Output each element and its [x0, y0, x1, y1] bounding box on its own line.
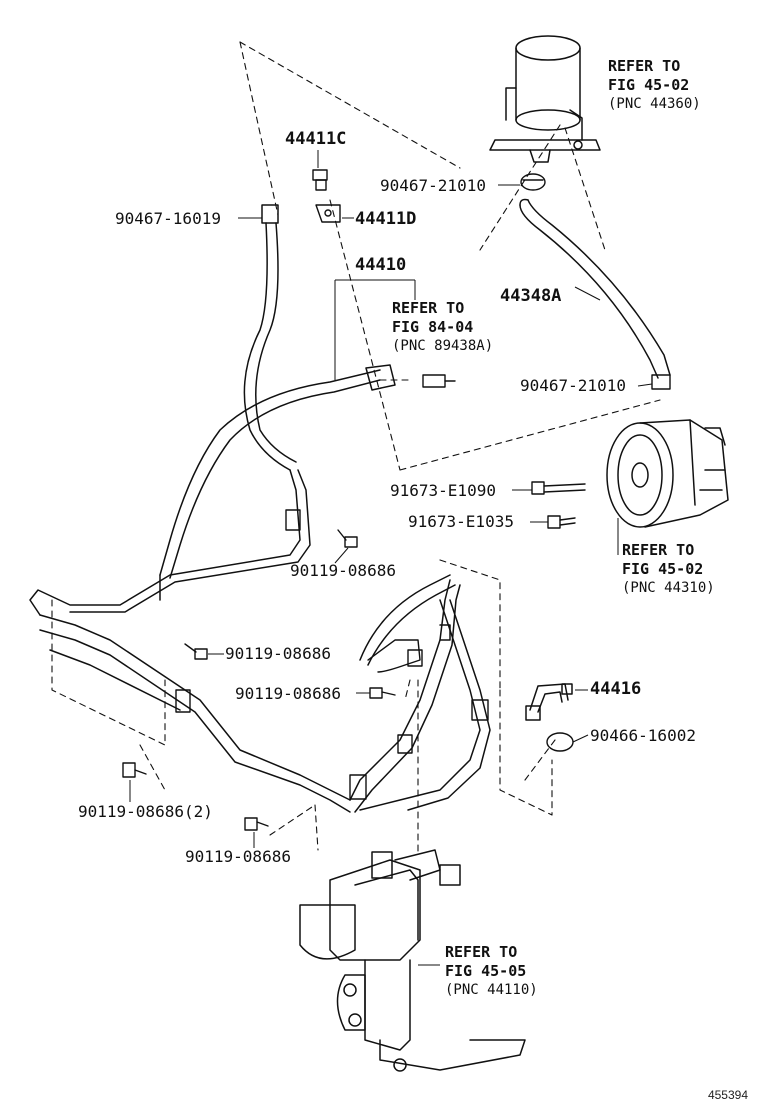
- part-label-44416: 44416: [590, 679, 642, 699]
- part-label-91673-E1035: 91673-E1035: [408, 512, 514, 531]
- reference-pump: REFER TO FIG 45-02 (PNC 44310): [622, 541, 715, 598]
- part-label-90119-08686-x2: 90119-08686(2): [78, 802, 213, 821]
- part-label-90119-08686-d: 90119-08686: [185, 847, 291, 866]
- part-label-90466-16002: 90466-16002: [590, 726, 696, 745]
- pipe-44416: [525, 683, 573, 721]
- part-label-44348A: 44348A: [500, 286, 562, 306]
- part-label-44411C: 44411C: [285, 129, 347, 149]
- reference-pump-line3: (PNC 44310): [622, 580, 715, 596]
- part-label-90467-16019: 90467-16019: [115, 209, 221, 228]
- reference-pump-line1: REFER TO: [622, 541, 695, 559]
- reference-valve-line3: (PNC 89438A): [392, 338, 494, 354]
- part-label-90467-21010-lower: 90467-21010: [520, 376, 626, 395]
- reference-reservoir-line1: REFER TO: [608, 57, 681, 75]
- figure-id: 455394: [707, 1088, 748, 1102]
- reference-valve-line2: FIG 84-04: [392, 318, 474, 336]
- pressure-hose-44410: [159, 364, 396, 579]
- hose-44348A: [519, 198, 671, 379]
- bracket-44411D: [315, 204, 341, 223]
- clamp-90467-21010-upper: [520, 173, 546, 191]
- reference-gear-line1: REFER TO: [445, 943, 518, 961]
- part-label-90467-21010-upper: 90467-21010: [380, 176, 486, 195]
- return-hose-upper: [243, 204, 297, 471]
- bolt-91673-E1090: [531, 481, 586, 495]
- pipe-assembly: [29, 469, 351, 813]
- power-steering-pump: [606, 419, 729, 528]
- reference-gear-line2: FIG 45-05: [445, 962, 527, 980]
- reference-valve: REFER TO FIG 84-04 (PNC 89438A): [392, 299, 493, 356]
- clamp-90467-21010-lower: [651, 374, 671, 390]
- part-label-44411D: 44411D: [355, 209, 417, 229]
- reference-valve-line1: REFER TO: [392, 299, 465, 317]
- steering-gear-box: [299, 849, 526, 1072]
- part-label-90119-08686-c: 90119-08686: [235, 684, 341, 703]
- reference-pump-line2: FIG 45-02: [622, 560, 704, 578]
- clamps-lower: [175, 509, 489, 800]
- valve-sensor: [422, 374, 456, 388]
- reference-gear: REFER TO FIG 45-05 (PNC 44110): [445, 943, 538, 1000]
- hose-elbow: [367, 639, 423, 673]
- gear-pipes: [349, 574, 491, 813]
- dashed-guide-lines: [51, 41, 661, 856]
- part-label-91673-E1090: 91673-E1090: [390, 481, 496, 500]
- reference-reservoir-line3: (PNC 44360): [608, 96, 701, 112]
- part-label-44410: 44410: [355, 255, 407, 275]
- part-label-90119-08686-a: 90119-08686: [290, 561, 396, 580]
- reference-reservoir: REFER TO FIG 45-02 (PNC 44360): [608, 57, 701, 114]
- reference-gear-line3: (PNC 44110): [445, 982, 538, 998]
- part-label-90119-08686-b: 90119-08686: [225, 644, 331, 663]
- reservoir: [489, 35, 601, 163]
- bolt-44411C: [312, 169, 328, 191]
- reference-reservoir-line2: FIG 45-02: [608, 76, 690, 94]
